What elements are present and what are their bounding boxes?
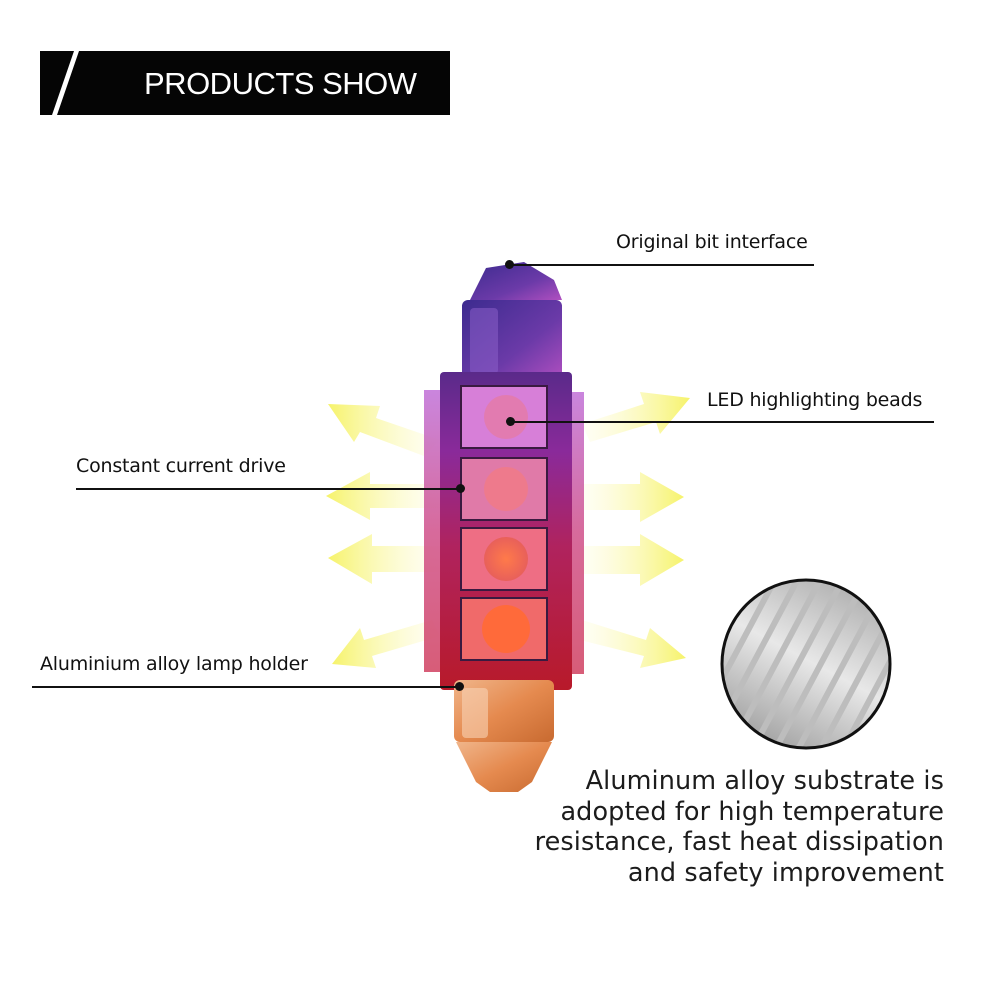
led-bead-3 bbox=[460, 527, 548, 591]
description-line: resistance, fast heat dissipation bbox=[534, 827, 944, 857]
light-arrow-right-3 bbox=[580, 534, 684, 586]
banner-title: PRODUCTS SHOW bbox=[144, 66, 417, 101]
leader-dot-top bbox=[505, 260, 514, 269]
callout-original-bit-interface: Original bit interface bbox=[616, 231, 808, 253]
description-line: adopted for high temperature bbox=[560, 796, 944, 827]
light-arrow-right-2 bbox=[580, 472, 684, 522]
leader-dot-drive bbox=[456, 484, 465, 493]
callout-lamp-holder: Aluminium alloy lamp holder bbox=[40, 653, 308, 675]
bottom-end-cap bbox=[454, 680, 554, 792]
banner-background bbox=[40, 51, 450, 115]
callout-led-beads: LED highlighting beads bbox=[707, 389, 923, 411]
description-line: and safety improvement bbox=[627, 857, 944, 888]
leader-dot-holder bbox=[455, 682, 464, 691]
alloy-substrate-description: Aluminum alloy substrate is adopted for … bbox=[524, 766, 944, 888]
led-bead-4 bbox=[460, 597, 548, 661]
left-heatsink-fin bbox=[424, 390, 444, 672]
light-arrow-right-1 bbox=[582, 392, 690, 442]
leader-line-leds bbox=[512, 421, 934, 423]
led-bead-1 bbox=[460, 385, 548, 449]
light-arrow-left-2 bbox=[326, 472, 440, 520]
products-show-banner: PRODUCTS SHOW bbox=[40, 51, 450, 115]
leader-line-drive bbox=[76, 488, 462, 490]
led-bead-2 bbox=[460, 457, 548, 521]
top-end-cap bbox=[462, 262, 562, 380]
leader-line-holder bbox=[32, 686, 460, 688]
description-line: Aluminum alloy substrate is bbox=[585, 766, 944, 796]
callout-constant-current-drive: Constant current drive bbox=[76, 455, 286, 477]
leader-line-top bbox=[510, 264, 814, 266]
light-arrow-right-4 bbox=[580, 620, 686, 668]
light-arrow-left-3 bbox=[328, 534, 440, 584]
leader-dot-leds bbox=[506, 417, 515, 426]
light-arrow-left-4 bbox=[332, 620, 440, 668]
light-arrow-left-1 bbox=[328, 404, 440, 456]
